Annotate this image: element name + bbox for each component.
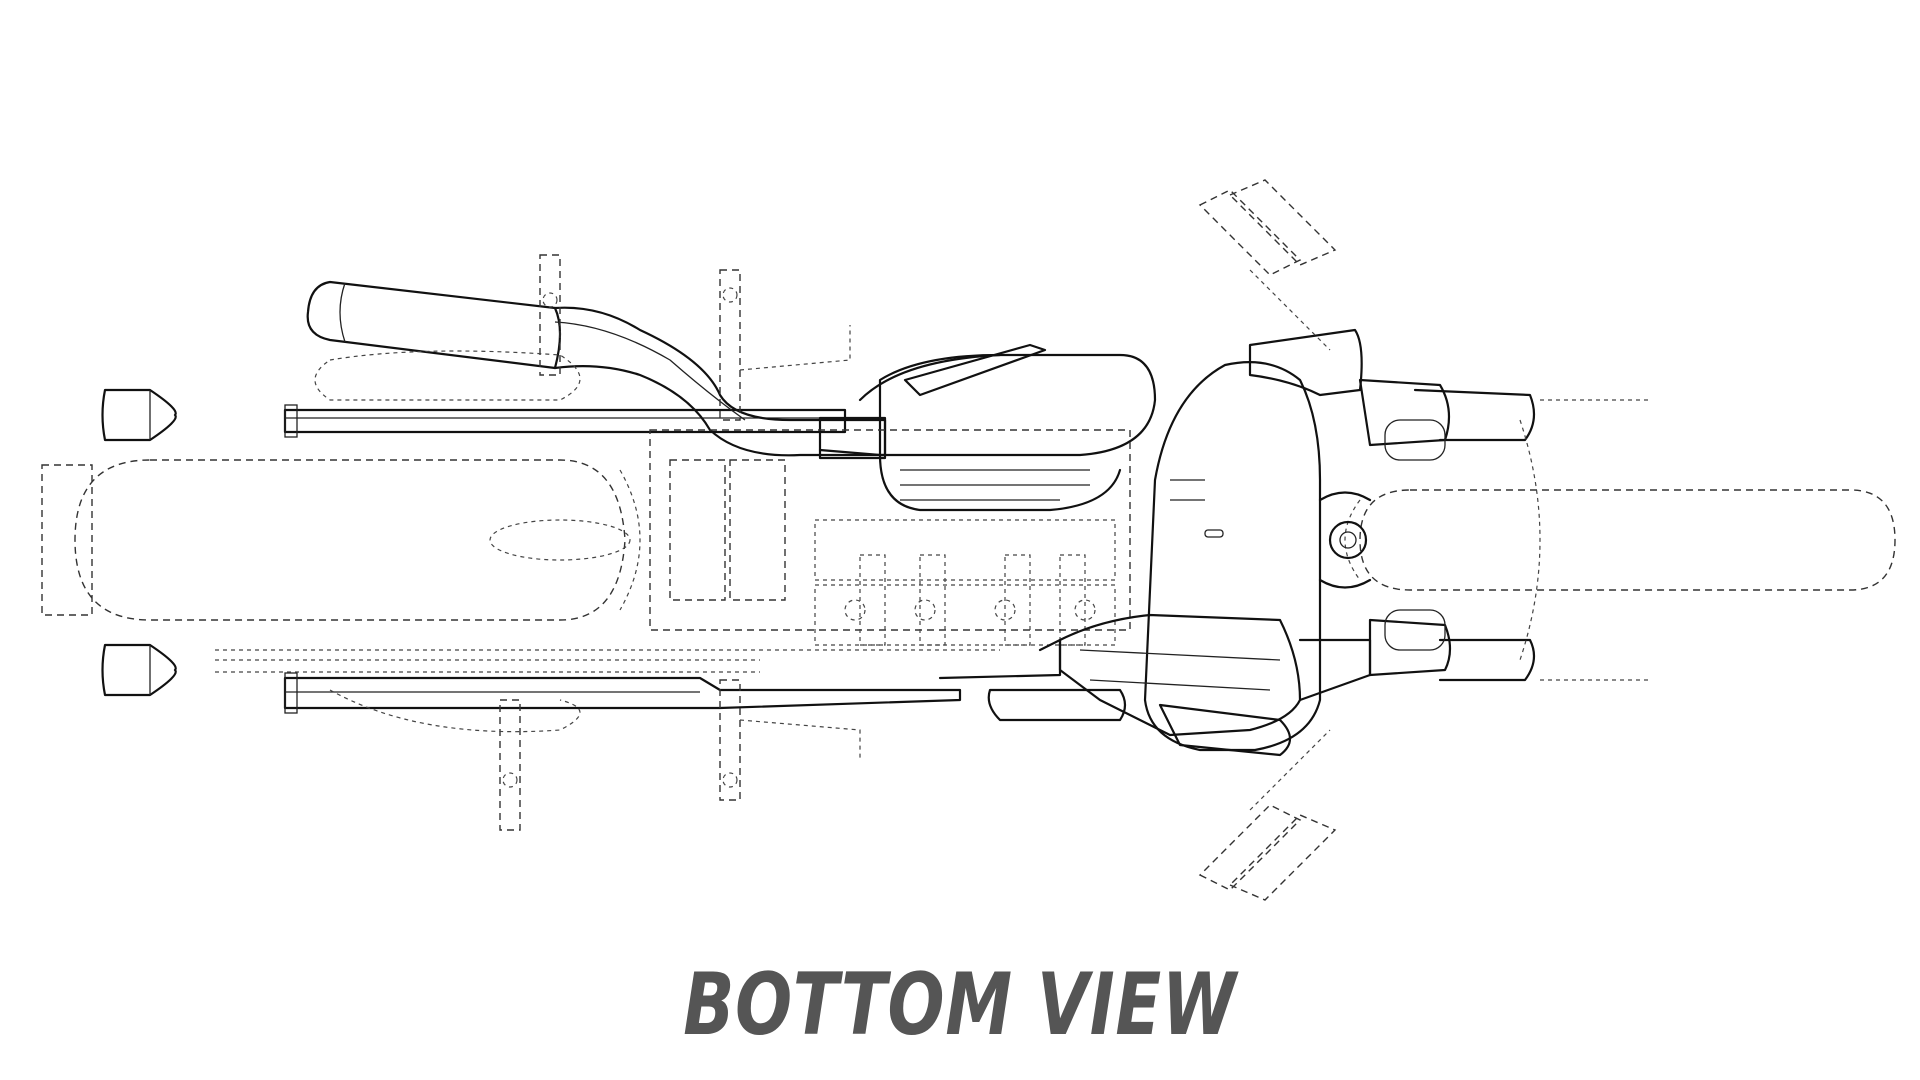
steering-head — [1318, 491, 1372, 589]
engine-block-hidden — [649, 429, 1131, 646]
passenger-peg-right-hidden — [499, 699, 521, 831]
rear-turn-signal-right — [101, 643, 177, 697]
upper-rail — [283, 404, 847, 438]
front-fork-upper — [1248, 328, 1536, 461]
lower-rail — [283, 672, 962, 714]
front-fork-lower — [1298, 609, 1536, 702]
rider-peg-right-hidden — [719, 679, 861, 801]
exhaust-muffler — [306, 280, 887, 460]
front-tire-hidden — [1344, 489, 1896, 591]
lower-housing — [987, 688, 1292, 757]
drive-belt-hidden — [215, 649, 1000, 673]
frame-cradle — [938, 361, 1322, 752]
rear-fender-hidden — [314, 350, 581, 733]
passenger-peg-left-hidden — [539, 254, 561, 376]
rear-hub-hidden — [489, 519, 631, 561]
headlamp-hidden — [1519, 399, 1650, 681]
rear-turn-signal-left — [101, 388, 177, 442]
exhaust-headers — [818, 343, 1157, 512]
rear-tire-hidden — [41, 459, 641, 621]
view-caption: BOTTOM VIEW — [683, 955, 1237, 1055]
handlebar-left-hidden — [1198, 179, 1337, 351]
rider-peg-left-hidden — [719, 269, 851, 421]
handlebar-right-hidden — [1198, 729, 1337, 901]
